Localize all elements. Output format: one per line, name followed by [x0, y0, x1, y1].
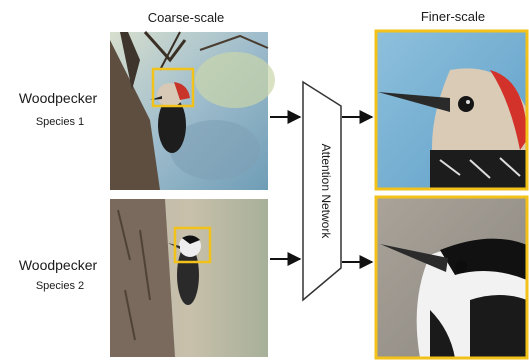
row1-sublabel: Species 1: [36, 116, 84, 128]
coarse-image-2: [110, 199, 268, 357]
row2-label: Woodpecker: [19, 257, 98, 273]
fine-image-1: [374, 29, 529, 191]
coarse-image-1: [110, 31, 275, 190]
finer-scale-header: Finer-scale: [421, 9, 485, 24]
fine-image-2: [374, 195, 529, 360]
row1-label: Woodpecker: [19, 90, 98, 106]
attention-box-2: [173, 226, 212, 264]
attention-network-label: Attention Network: [319, 144, 333, 240]
coarse-scale-header: Coarse-scale: [148, 10, 225, 25]
attention-box-1: [151, 67, 195, 108]
row2-sublabel: Species 2: [36, 280, 84, 292]
attention-network-block: [302, 80, 342, 302]
